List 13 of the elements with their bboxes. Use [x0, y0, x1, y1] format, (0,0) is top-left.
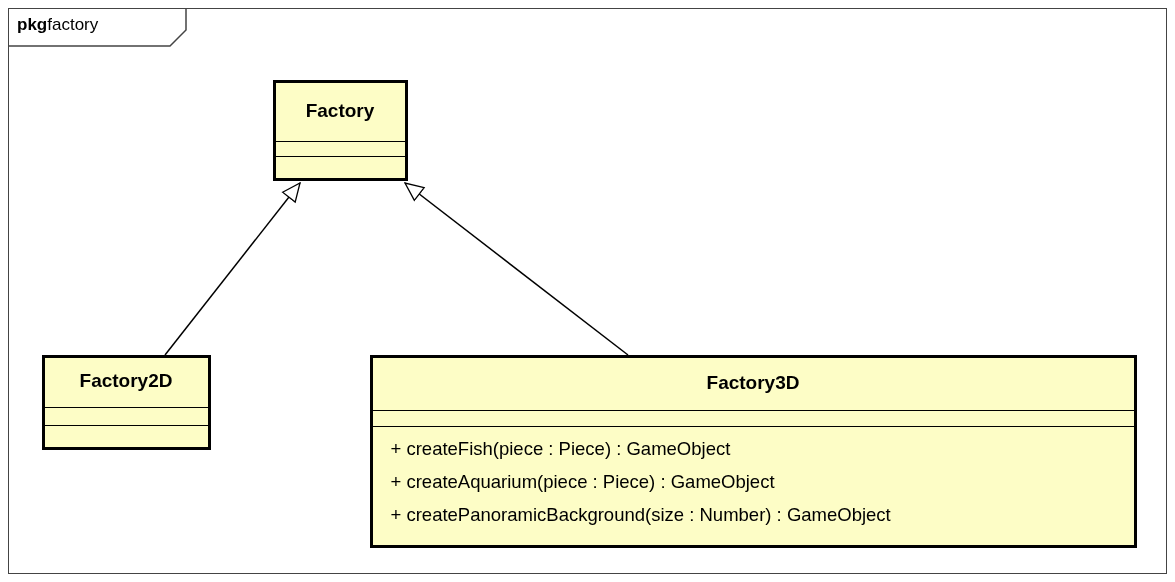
class-name: Factory3D	[705, 371, 801, 394]
class-box	[272, 79, 408, 181]
generalization-arrow	[164, 182, 301, 356]
generalization-arrow	[404, 182, 629, 356]
class-name: Factory2D	[78, 370, 174, 392]
package-name: pkgfactory	[16, 14, 100, 36]
operation-text: + createPanoramicBackground(size : Number) : GameObject	[390, 503, 891, 526]
class-name: Factory	[304, 99, 376, 122]
operation-text: + createFish(piece : Piece) : GameObject	[390, 437, 731, 460]
class-box	[41, 354, 211, 450]
class-box	[369, 354, 1137, 548]
operation-text: + createAquarium(piece : Piece) : GameObject	[390, 470, 775, 493]
package-frame	[8, 8, 1167, 574]
